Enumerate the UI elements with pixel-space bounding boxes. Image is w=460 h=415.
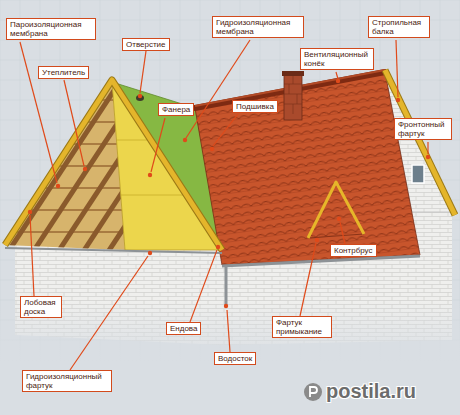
part-label: Стропильная балка <box>368 16 430 38</box>
part-label: Водосток <box>214 352 256 365</box>
leader-dot <box>56 184 60 188</box>
leader-dot <box>216 245 220 249</box>
leader-dots <box>28 79 430 308</box>
leader-line <box>300 243 316 316</box>
leader-dot <box>148 173 152 177</box>
leader-dot <box>210 147 214 151</box>
chimney-bricks <box>284 74 302 114</box>
leader-dot <box>426 155 430 159</box>
logo-mark <box>310 387 317 397</box>
logo-circle <box>304 383 322 401</box>
chimney-cap <box>282 71 304 76</box>
part-label: Гидроизоляционный фартук <box>22 370 112 392</box>
part-label: Ендова <box>166 322 201 335</box>
batten <box>0 121 130 123</box>
rafter-beam <box>8 73 126 252</box>
part-label: Пароизоляционная мембрана <box>6 18 96 40</box>
leader-line <box>186 40 250 138</box>
batten <box>0 187 130 189</box>
leader-line <box>140 51 146 93</box>
part-label: Гидроизоляционная мембрана <box>212 16 304 38</box>
part-label: Лобовая доска <box>20 296 62 318</box>
leader-line <box>336 72 338 79</box>
watermark-text: postila.ru <box>326 380 416 402</box>
dormer-flashing <box>308 182 364 238</box>
leader-line <box>151 118 165 172</box>
part-label: Вентиляционный конёк <box>300 48 374 70</box>
leader-line <box>30 215 34 296</box>
part-label: Фанера <box>158 103 194 116</box>
leader-dot <box>83 167 87 171</box>
leader-dot <box>315 238 319 242</box>
part-label: Фартук примыкание <box>272 316 332 338</box>
gable-fascia <box>385 70 455 215</box>
part-label: Контрбрус <box>330 244 377 257</box>
leader-dot <box>138 94 142 98</box>
gutter <box>222 256 420 266</box>
leader-dot <box>183 138 187 142</box>
leader-dot <box>28 210 32 214</box>
ground-fade <box>0 300 460 415</box>
leader-line <box>340 222 345 244</box>
leader-dot <box>337 217 341 221</box>
leader-line <box>190 250 217 322</box>
tile-roof <box>195 72 420 265</box>
leader-lines <box>20 40 428 370</box>
grid-line <box>0 0 460 1</box>
window <box>412 165 424 183</box>
leader-line <box>427 142 428 154</box>
grid-line <box>0 60 460 61</box>
part-label: Подшивка <box>232 100 278 113</box>
leader-dot <box>224 304 228 308</box>
batten <box>0 143 130 145</box>
leader-dot <box>148 251 152 255</box>
leader-line <box>20 42 57 183</box>
leader-dot <box>396 98 400 102</box>
chimney <box>284 74 302 120</box>
leader-dot <box>336 79 340 83</box>
dormer <box>308 182 364 238</box>
downpipe <box>225 266 228 305</box>
wing-gutter <box>5 248 222 253</box>
leader-line <box>396 40 398 97</box>
leader-line <box>213 114 238 146</box>
gable-fascia-outline <box>385 70 455 215</box>
leader-line <box>227 310 230 352</box>
fascia-board <box>5 80 222 250</box>
rafters <box>0 73 226 252</box>
part-label: Отверстие <box>122 38 170 51</box>
leader-line <box>64 80 84 166</box>
leader-line <box>70 256 148 370</box>
part-label: Фронтонный фартук <box>394 118 452 140</box>
fascia-outline <box>5 80 222 250</box>
part-label: Утеплитель <box>38 66 89 79</box>
